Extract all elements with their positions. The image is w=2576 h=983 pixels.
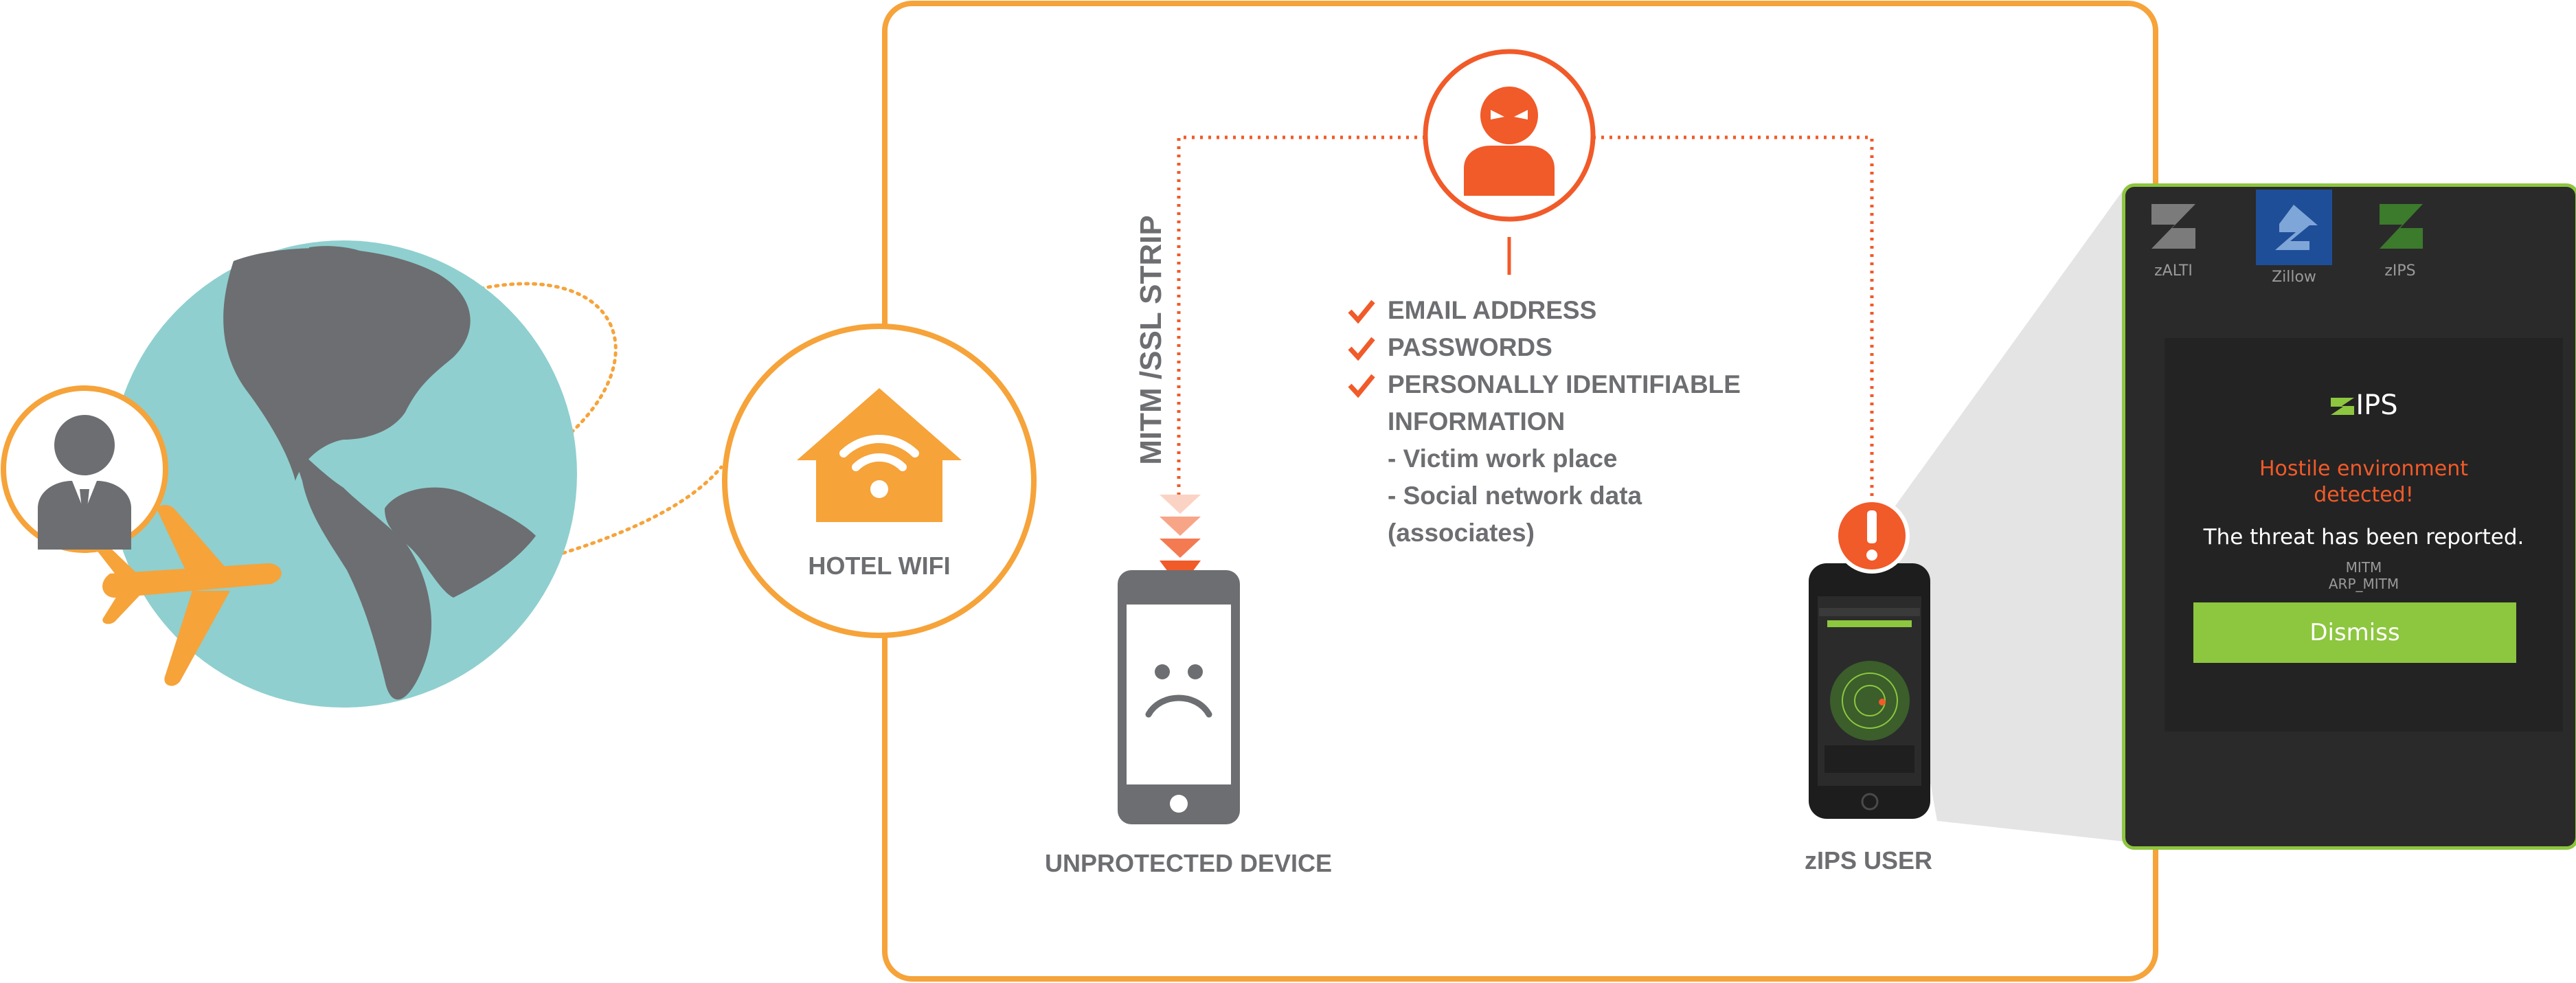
app-icon-zips[interactable]: zIPS <box>2362 194 2438 280</box>
hacker-node <box>1423 49 1596 275</box>
alert-title: Hostile environment detected! <box>2165 456 2563 508</box>
hotel-wifi-node <box>722 324 1037 638</box>
alert-message: The threat has been reported. <box>2203 525 2524 550</box>
alert-dialog: IPS Hostile environment detected! The th… <box>2165 338 2563 732</box>
alert-title-line: detected! <box>2314 483 2414 507</box>
alert-detail-line: MITM <box>2345 559 2382 576</box>
zoom-beam <box>1884 189 2124 841</box>
zips-brand: IPS <box>2165 389 2563 421</box>
app-label: zALTI <box>2154 262 2193 280</box>
zips-logo-icon <box>2331 398 2355 415</box>
dismiss-button[interactable]: Dismiss <box>2193 602 2516 663</box>
zalti-icon <box>2151 204 2195 249</box>
house-wifi-icon <box>797 388 962 522</box>
list-item-label: PERSONALLY IDENTIFIABLE <box>1388 370 1741 398</box>
zips-icon <box>2380 204 2423 249</box>
zips-user-label: zIPS USER <box>1804 846 1933 874</box>
app-label: Zillow <box>2272 269 2316 286</box>
list-item: PERSONALLY IDENTIFIABLE <box>1348 366 1829 403</box>
alert-title-line: Hostile environment <box>2259 457 2469 481</box>
alert-icon <box>1834 498 1910 574</box>
check-icon <box>1348 374 1375 398</box>
zips-phone <box>1809 563 1930 819</box>
alert-detail-line: ARP_MITM <box>2328 576 2399 592</box>
app-icon-zalti[interactable]: zALTI <box>2139 194 2208 280</box>
airplane-icon <box>95 504 282 686</box>
check-icon <box>1348 300 1375 324</box>
list-continuation: INFORMATION <box>1388 407 1566 436</box>
app-label: zIPS <box>2384 262 2416 280</box>
list-sub-item: - Social network data <box>1388 482 1642 510</box>
check-icon <box>1348 337 1375 361</box>
list-item-label: PASSWORDS <box>1388 333 1552 361</box>
hacker-icon <box>1464 87 1555 196</box>
sad-face-icon <box>1145 664 1212 718</box>
brand-label: IPS <box>2355 389 2398 421</box>
mitm-strip-label: MITM /SSL STRIP <box>1134 215 1168 465</box>
list-item-label: EMAIL ADDRESS <box>1388 296 1597 324</box>
list-sub-item: - Victim work place <box>1388 444 1618 473</box>
list-item: EMAIL ADDRESS <box>1348 292 1829 329</box>
alert-detail: MITM ARP_MITM <box>2165 559 2563 592</box>
hotel-wifi-label: HOTEL WIFI <box>808 552 951 580</box>
app-icon-zillow[interactable]: Zillow <box>2255 190 2334 286</box>
unprotected-phone <box>1118 570 1240 824</box>
unprotected-device-label: UNPROTECTED DEVICE <box>1044 849 1333 877</box>
list-item: PASSWORDS <box>1348 329 1829 366</box>
zips-alert-screen: zALTI Zillow zIPS IPS Hostile environmen… <box>2122 183 2576 850</box>
list-sub-item: (associates) <box>1388 519 1535 547</box>
stolen-data-list: EMAIL ADDRESS PASSWORDS PERSONALLY IDENT… <box>1348 292 1829 552</box>
zillow-icon <box>2256 190 2332 265</box>
attack-path <box>1177 135 1874 498</box>
person-icon <box>1 385 168 553</box>
